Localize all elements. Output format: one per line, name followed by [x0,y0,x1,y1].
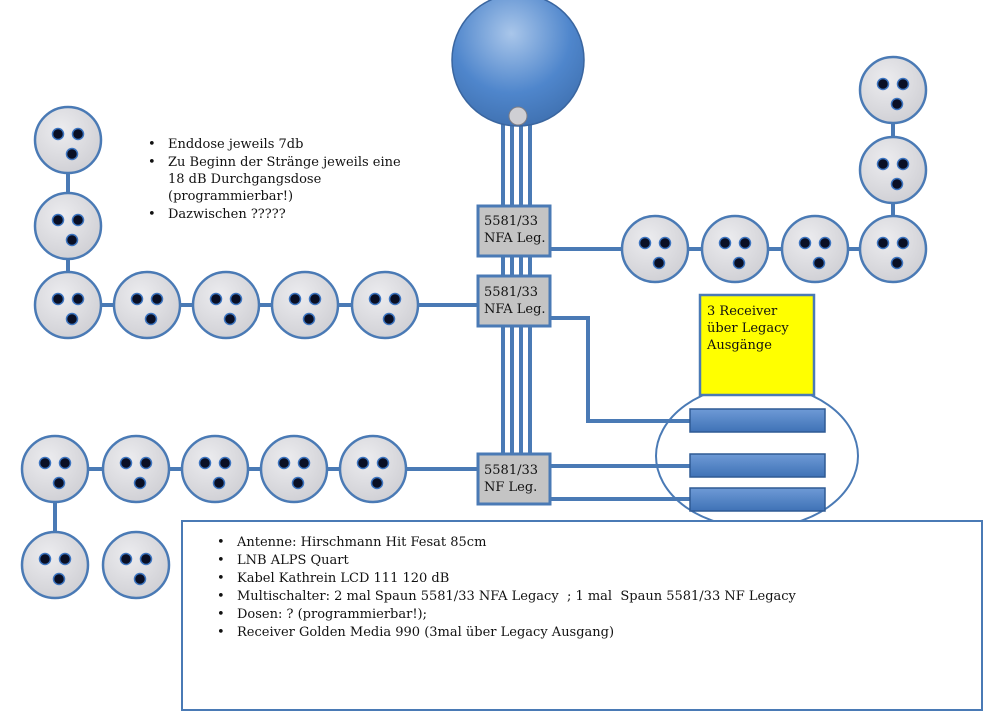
wall-socket [33,191,103,261]
spec-item: Receiver Golden Media 990 (3mal über Leg… [217,624,796,642]
wall-socket [101,530,171,600]
wall-socket [858,55,928,125]
multiswitch-3-label: 5581/33 NF Leg. [484,462,538,496]
receiver-box-label: 3 Receiver über Legacy Ausgänge [707,304,789,353]
note-item: Dazwischen ????? [148,206,408,223]
multiswitch-2-model: 5581/33 [484,285,539,300]
receiver-bar-2 [689,453,826,478]
note-item: Zu Beginn der Stränge jeweils eine 18 dB… [148,154,408,205]
spec-item: LNB ALPS Quart [217,552,796,570]
wall-socket [858,214,928,284]
wall-socket [33,270,103,340]
spec-item: Dosen: ? (programmierbar!); [217,606,796,624]
satellite-dish [451,0,585,127]
multiswitch-boxes [476,204,552,506]
multiswitch-2 [476,274,552,328]
spec-list: Antenne: Hirschmann Hit Fesat 85cm LNB A… [217,534,796,642]
spec-item: Antenne: Hirschmann Hit Fesat 85cm [217,534,796,552]
wall-socket [101,434,171,504]
notes-list: Enddose jeweils 7db Zu Beginn der Sträng… [148,136,408,224]
wall-socket [620,214,690,284]
wall-socket [259,434,329,504]
wall-socket [20,434,90,504]
multiswitch-1-type: NFA Leg. [484,231,546,246]
receiver-bar-3 [689,487,826,512]
multiswitch-1-model: 5581/33 [484,214,539,229]
wall-socket [20,530,90,600]
multiswitch-3-type: NF Leg. [484,480,538,495]
wall-socket [112,270,182,340]
wall-socket [270,270,340,340]
lnb [508,106,528,126]
spec-item: Multischalter: 2 mal Spaun 5581/33 NFA L… [217,588,796,606]
wall-socket [180,434,250,504]
note-item: Enddose jeweils 7db [148,136,408,153]
spec-item: Kabel Kathrein LCD 111 120 dB [217,570,796,588]
receiver-area [655,293,859,529]
wall-socket [780,214,850,284]
multiswitch-2-type: NFA Leg. [484,302,546,317]
receiver-bar-1 [689,408,826,433]
socket-group [20,55,928,600]
multiswitch-3-model: 5581/33 [484,463,539,478]
multiswitch-1 [476,204,552,258]
spec-box: Antenne: Hirschmann Hit Fesat 85cm LNB A… [181,520,983,711]
wall-socket [33,105,103,175]
multiswitch-3 [476,452,552,506]
multiswitch-2-label: 5581/33 NFA Leg. [484,284,546,318]
wall-socket [338,434,408,504]
wall-socket [700,214,770,284]
wall-socket [191,270,261,340]
wall-socket [858,135,928,205]
receiver-box [698,293,816,397]
wall-socket [350,270,420,340]
multiswitch-1-label: 5581/33 NFA Leg. [484,213,546,247]
